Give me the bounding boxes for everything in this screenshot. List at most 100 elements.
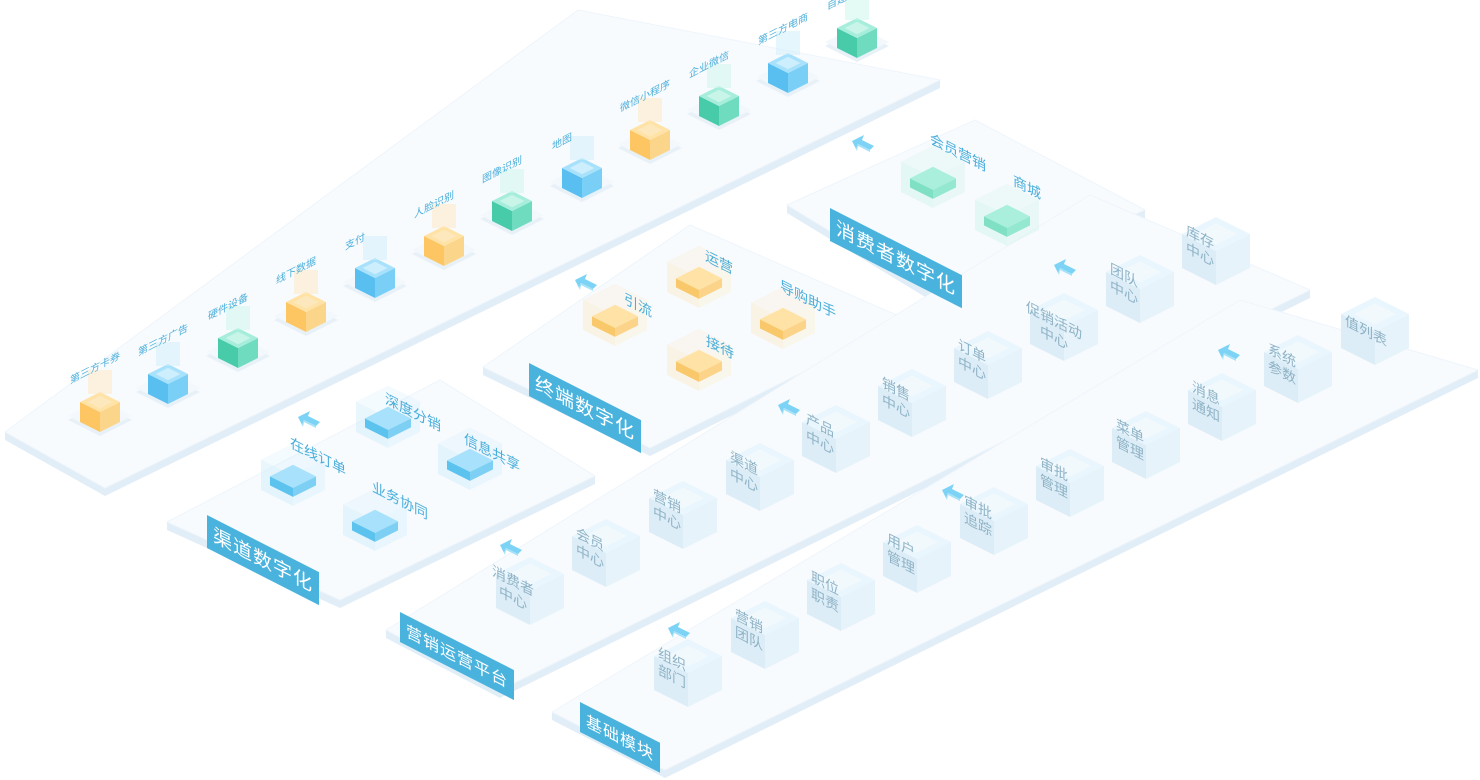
- flow-arrow-icon: [1218, 344, 1240, 361]
- slab-right: [470, 460, 494, 481]
- marketing-module-cube: [1030, 293, 1098, 361]
- marketing-module-cube: [878, 369, 946, 437]
- base-module-cube: [654, 639, 722, 707]
- integration-cube-orange: [68, 370, 132, 436]
- slab-right: [699, 278, 723, 299]
- cube-top-inset: [1276, 341, 1320, 363]
- flow-arrow-icon: [778, 399, 800, 416]
- cube-glow-beam: [776, 31, 800, 55]
- module-cube-info-sharing: [438, 427, 502, 490]
- slab-top: [983, 204, 1031, 228]
- cube-top-inset: [966, 337, 1010, 359]
- slab-left: [675, 361, 699, 382]
- slab-left: [269, 476, 293, 497]
- marketing-module-cube: [726, 443, 794, 511]
- cube-glow-beam: [363, 236, 387, 260]
- flow-arrow-icon: [500, 539, 522, 556]
- module-cube-deep-distribution: [356, 385, 420, 448]
- marketing-module-cube: [496, 557, 564, 625]
- cube-top-inset: [1048, 455, 1092, 477]
- module-cube-member-marketing: [901, 145, 965, 208]
- integration-cube-blue: [343, 236, 407, 302]
- integration-cube-blue: [756, 31, 820, 97]
- slab-top: [675, 266, 723, 290]
- integration-cube-orange: [274, 270, 338, 336]
- slab-left: [364, 418, 388, 439]
- cube-top-inset: [637, 123, 663, 137]
- cube-top-inset: [1194, 223, 1238, 245]
- cube-top-inset: [1124, 417, 1168, 439]
- integration-cube-blue: [136, 342, 200, 408]
- slab-right: [1007, 216, 1031, 237]
- integration-cube-blue: [550, 136, 614, 202]
- cube-top-inset: [1353, 303, 1397, 325]
- cube-top-inset: [225, 331, 251, 345]
- slab-top: [591, 304, 639, 328]
- cube-top-inset: [584, 525, 628, 547]
- base-module-cube: [1188, 373, 1256, 441]
- cube-top-inset: [666, 645, 710, 667]
- cube-top-inset: [743, 607, 787, 629]
- marketing-module-cube: [649, 481, 717, 549]
- module-cube-shopping-assistant: [751, 286, 815, 349]
- cube-top-inset: [508, 563, 552, 585]
- cube-top-inset: [1200, 379, 1244, 401]
- glass-top-face: [667, 328, 731, 361]
- module-cube-mall: [975, 183, 1039, 246]
- cube-glow-beam: [845, 0, 869, 20]
- base-module-cube: [731, 601, 799, 669]
- flow-arrow-icon: [298, 411, 320, 428]
- cube-glow-beam: [226, 306, 250, 330]
- cube-glow-beam: [707, 64, 731, 88]
- base-module-cube: [1341, 297, 1409, 365]
- flow-arrow-icon: [1054, 259, 1076, 276]
- slab-top: [675, 349, 723, 373]
- cube-top-inset: [814, 411, 858, 433]
- glass-top-face: [356, 385, 420, 418]
- integration-cube-green: [206, 306, 270, 372]
- slab-left: [351, 521, 375, 542]
- cube-glow-beam: [638, 98, 662, 122]
- cube-glow-beam: [500, 169, 524, 193]
- marketing-module-cube: [954, 331, 1022, 399]
- slab-right: [933, 178, 957, 199]
- module-cube-collaboration: [343, 488, 407, 551]
- slab-top: [364, 406, 412, 430]
- glass-top-face: [667, 245, 731, 278]
- cube-top-inset: [895, 531, 939, 553]
- slab-left: [759, 319, 783, 340]
- cube-glow-beam: [88, 370, 112, 394]
- slab-top: [759, 307, 807, 331]
- cube-top-inset: [775, 56, 801, 70]
- cube-top-inset: [844, 21, 870, 35]
- cube-top-inset: [1042, 299, 1086, 321]
- glass-top-face: [343, 488, 407, 521]
- glass-top-face: [583, 283, 647, 316]
- slab-left: [446, 460, 470, 481]
- slab-top: [446, 448, 494, 472]
- slab-right: [699, 361, 723, 382]
- flow-arrow-icon: [575, 274, 597, 291]
- flow-arrow-icon: [942, 484, 964, 501]
- module-cube-operation: [667, 245, 731, 308]
- module-cube-traffic: [583, 283, 647, 346]
- slab-left: [591, 316, 615, 337]
- slab-right: [388, 418, 412, 439]
- slab-left: [909, 178, 933, 199]
- base-module-cube: [1112, 411, 1180, 479]
- slab-right: [293, 476, 317, 497]
- cube-glow-beam: [432, 204, 456, 228]
- slab-left: [675, 278, 699, 299]
- base-module-cube: [883, 525, 951, 593]
- cube-top-inset: [890, 375, 934, 397]
- slab-top: [909, 166, 957, 190]
- integration-cube-green: [687, 64, 751, 130]
- integration-cube-green: [480, 169, 544, 235]
- cube-top-inset: [569, 161, 595, 175]
- marketing-module-cube: [802, 405, 870, 473]
- cube-top-inset: [972, 493, 1016, 515]
- integration-cube-orange: [412, 204, 476, 270]
- glass-top-face: [901, 145, 965, 178]
